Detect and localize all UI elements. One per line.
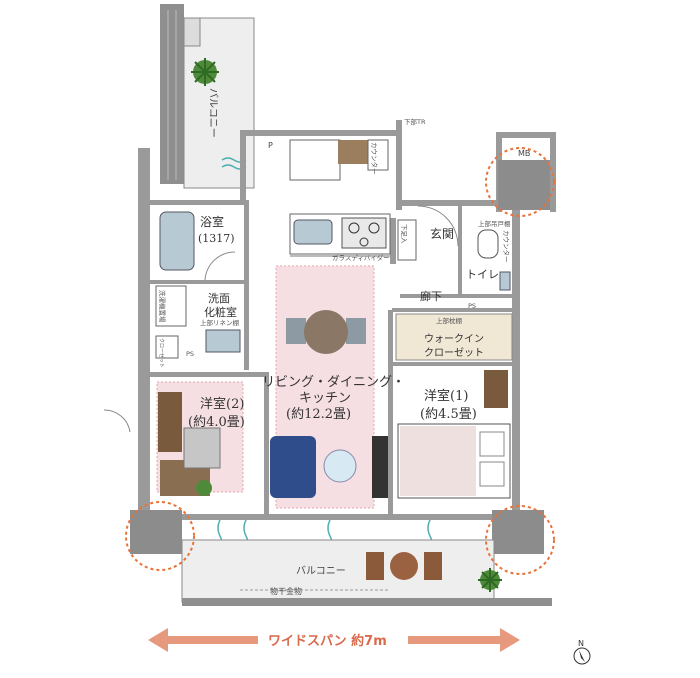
room2-name: 洋室(2) [200,396,244,412]
walkin-label-1: ウォークイン [424,333,484,345]
walkin-label-2: クローゼット [424,347,484,359]
wide-span-label: ワイドスパン 約7m [268,633,387,649]
corner-circle-top-right [485,147,555,217]
counter-kitchen-label: カウンター [370,142,379,175]
north-label: N [578,639,584,648]
toilet-label: トイレ [466,268,499,281]
dining-table-icon [286,310,366,354]
balcony-top-label: バルコニー [207,88,219,138]
walkin-closet: 上部枕棚 ウォークイン クローゼット [395,313,513,361]
ldk-label-2: キッチン [299,391,351,406]
walls [130,120,556,554]
balcony-bottom-label: バルコニー [296,565,346,577]
ldk-size: (約12.2畳) [286,407,351,422]
upper-shelf-wash-label: 上部リネン棚 [200,318,240,327]
closet-label: クローゼット [158,338,165,368]
p-label: P [268,141,273,150]
bath-area: 浴室 (1317) 洗面 化粧室 洗濯機置場 上部リネン棚 クローゼット PS [155,211,241,368]
upper-shelf-toilet-label: 上部吊戸棚 [478,219,511,228]
counter-toilet-label: カウンター [502,230,511,263]
tv-stand-icon [372,436,388,498]
bath-size: (1317) [198,232,235,245]
ps-label-1: PS [186,350,194,358]
plant-icon [191,58,219,86]
wide-span-arrow: ワイドスパン 約7m [148,628,520,652]
balcony-bottom: バルコニー 物干金物 [181,539,552,606]
balcony-top: バルコニー [160,4,255,189]
hallway-label: 廊下 [420,289,442,303]
coffee-table-icon [323,449,357,483]
room2: 洋室(2) (約4.0畳) [103,392,245,496]
washroom-label-1: 洗面 [208,292,230,305]
desk-icon [183,427,221,469]
room2-size: (約4.0畳) [188,415,245,430]
corner-circle-bottom-left [125,501,195,571]
room1-name: 洋室(1) [424,388,468,404]
ldk-room: リビング・ダイニング・ キッチン (約12.2畳) [262,310,405,498]
shoe-box-label: 下足入 [400,224,408,244]
plant-icon [478,568,502,592]
sofa-icon [270,436,316,498]
stove-icon [341,217,387,249]
under-tr-label: 下部TR [404,117,426,126]
wash-basin-icon [205,329,241,353]
balcony-table-icon [366,552,442,580]
plant-icon [196,480,212,496]
corner-highlights [125,147,555,575]
airflow-icon [217,519,433,553]
toilet-icon [477,229,499,259]
upper-shelf-wic-label: 上部枕棚 [436,316,463,325]
ps-label-2: PS [468,302,476,310]
glass-partition-label: ガラスディバイダー [332,253,390,262]
washroom-label-2: 化粧室 [204,305,237,319]
bath-label: 浴室 [200,214,224,229]
sink-icon [293,219,333,245]
ldk-label-1: リビング・ダイニング・ [262,375,405,390]
north-arrow: N [573,639,591,665]
bathtub-icon [159,211,195,271]
room1: 洋室(1) (約4.5畳) [397,370,511,499]
entrance-label: 玄関 [430,226,454,241]
mb-label: MB [518,149,530,158]
drying-rack-label: 物干金物 [270,586,302,596]
room1-size: (約4.5畳) [420,407,477,422]
corner-circle-bottom-right [485,505,555,575]
entrance-area: 下足入 玄関 廊下 トイレ 上部吊戸棚 カウンター PS MB [397,149,530,310]
laundry-label: 洗濯機置場 [158,290,167,323]
kitchen: カウンター ガラスディバイダー P 下部TR [268,117,426,262]
